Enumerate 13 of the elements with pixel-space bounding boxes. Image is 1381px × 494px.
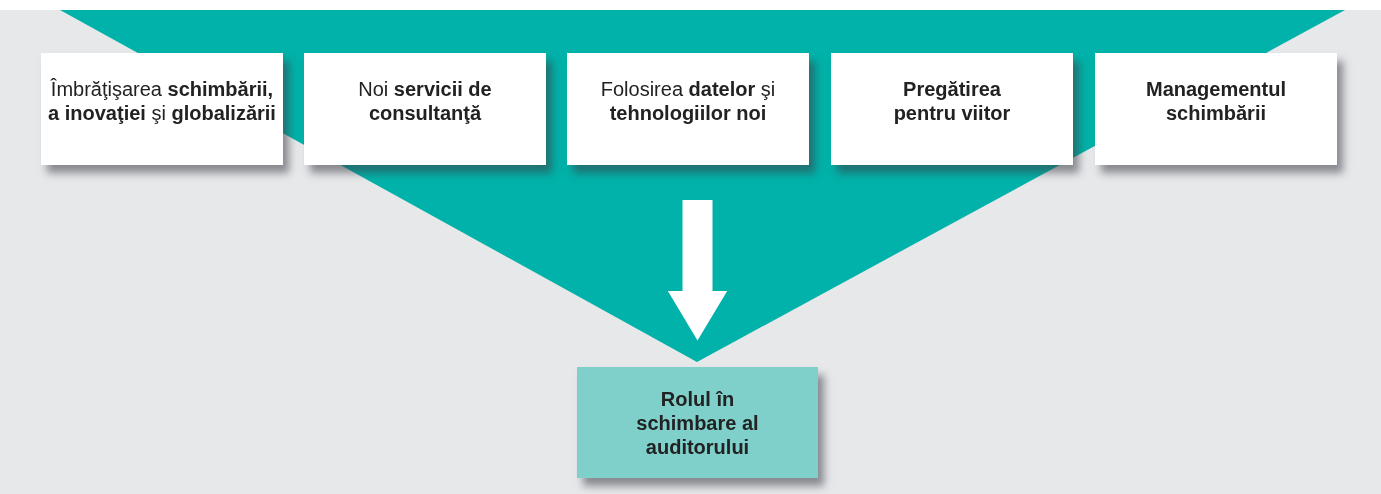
topic-box <box>1095 53 1337 165</box>
box-text: Îmbrăţişarea schimbării, a inovaţiei şi globalizării <box>47 77 277 125</box>
arrow <box>667 200 728 341</box>
topic-box <box>41 53 283 165</box>
box-text: Rolul în schimbare al auditorului <box>635 386 760 459</box>
topic-box <box>831 53 1073 165</box>
result-box <box>577 367 818 478</box>
box-text: Managementul schimbării <box>1145 77 1287 125</box>
topic-box <box>567 53 809 165</box>
box-text: Pregătirea pentru viitor <box>892 77 1012 125</box>
box-text: Noi servicii de consultanţă <box>357 77 493 125</box>
topic-box <box>304 53 546 165</box>
box-text: Folosirea datelor şi tehnologiilor noi <box>599 77 777 125</box>
